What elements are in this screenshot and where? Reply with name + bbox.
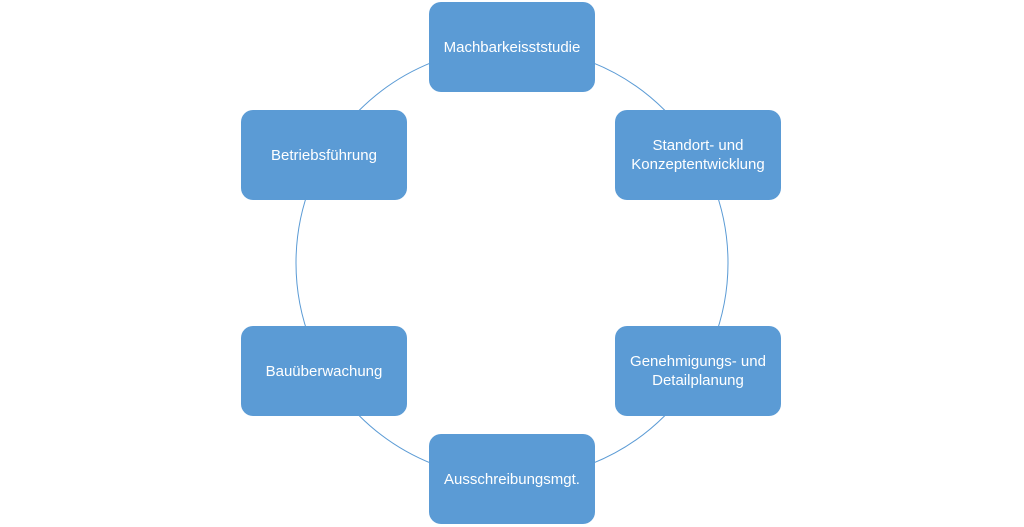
node-label: Standort- und Konzeptentwicklung bbox=[631, 137, 765, 173]
cycle-node-genehmigungs-detailplanung: Genehmigungs- und Detailplanung bbox=[615, 326, 781, 416]
node-label: Betriebsführung bbox=[271, 146, 377, 164]
node-label: Genehmigungs- und Detailplanung bbox=[630, 353, 766, 389]
node-label: Bauüberwachung bbox=[265, 362, 383, 380]
cycle-node-ausschreibungsmgt: Ausschreibungsmgt. bbox=[429, 434, 595, 524]
cycle-node-standort-konzeptentwicklung: Standort- und Konzeptentwicklung bbox=[615, 110, 781, 200]
node-label: Ausschreibungsmgt. bbox=[444, 470, 580, 488]
cycle-node-machbarkeitsstudie: Machbarkeisststudie bbox=[429, 2, 595, 92]
cycle-node-betriebsfuehrung: Betriebsführung bbox=[241, 110, 407, 200]
cycle-node-bauueberwachung: Bauüberwachung bbox=[241, 326, 407, 416]
node-label: Machbarkeisststudie bbox=[443, 38, 581, 56]
